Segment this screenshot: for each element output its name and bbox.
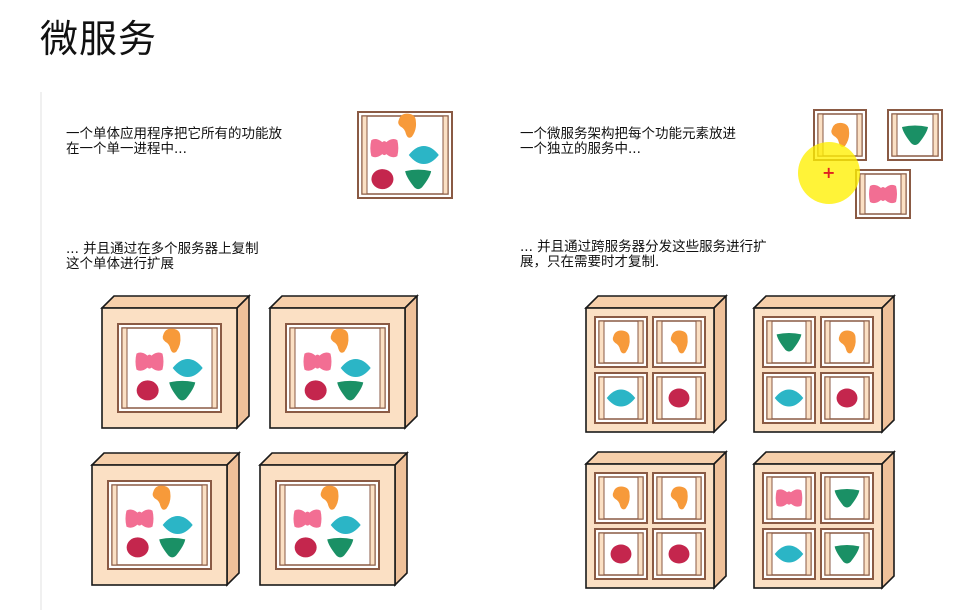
- microservice-server: [752, 450, 896, 590]
- service-instance: [594, 472, 648, 524]
- blob-shape-icon: [612, 330, 630, 354]
- circle-shape-icon: [294, 537, 317, 558]
- triangle-shape-icon: [834, 544, 860, 564]
- blob-shape-icon: [320, 485, 339, 510]
- bowtie-shape-icon: [135, 352, 164, 371]
- blob-shape-icon: [670, 486, 688, 510]
- triangle-shape-icon: [405, 169, 432, 190]
- bowtie-shape-icon: [303, 352, 332, 371]
- blob-shape-icon: [831, 122, 850, 147]
- diamond-shape-icon: [172, 359, 203, 377]
- blob-shape-icon: [330, 328, 349, 353]
- circle-shape-icon: [126, 537, 149, 558]
- bowtie-shape-icon: [869, 184, 897, 204]
- caption-micro-scale: ... 并且通过跨服务器分发这些服务进行扩 展，只在需要时才复制.: [520, 239, 767, 270]
- circle-shape-icon: [668, 544, 690, 564]
- monolith-server: [268, 294, 419, 430]
- page-title: 微服务: [40, 17, 158, 61]
- diamond-shape-icon: [408, 146, 439, 164]
- bowtie-shape-icon: [775, 489, 803, 507]
- triangle-shape-icon: [834, 488, 860, 508]
- bowtie-shape-icon: [125, 509, 154, 528]
- service-instance: [820, 528, 874, 580]
- circle-shape-icon: [668, 388, 690, 408]
- service-instance: [820, 372, 874, 424]
- circle-shape-icon: [371, 169, 394, 190]
- crosshair-icon: +: [822, 163, 836, 182]
- bowtie-shape-icon: [370, 138, 399, 158]
- service-pink: [855, 169, 911, 219]
- service-instance: [652, 472, 706, 524]
- circle-shape-icon: [304, 380, 327, 401]
- triangle-shape-icon: [902, 125, 928, 145]
- diamond-shape-icon: [774, 389, 804, 407]
- microservice-server: [584, 450, 728, 590]
- triangle-shape-icon: [159, 537, 186, 558]
- caption-micro-intro: 一个微服务架构把每个功能元素放进 一个独立的服务中...: [520, 126, 736, 157]
- circle-shape-icon: [836, 388, 858, 408]
- monolith-server: [90, 451, 241, 587]
- cursor-highlight: [798, 142, 860, 204]
- triangle-shape-icon: [337, 380, 364, 401]
- microservice-server: [584, 294, 728, 434]
- blob-shape-icon: [152, 485, 171, 510]
- caption-monolith-scale: ... 并且通过在多个服务器上复制 这个单体进行扩展: [66, 241, 259, 272]
- diamond-shape-icon: [162, 516, 193, 534]
- bowtie-shape-icon: [293, 509, 322, 528]
- monolith-server: [258, 451, 409, 587]
- service-instance: [594, 528, 648, 580]
- triangle-shape-icon: [776, 332, 802, 352]
- monolith-app: [357, 111, 453, 199]
- diamond-shape-icon: [340, 359, 371, 377]
- triangle-shape-icon: [327, 537, 354, 558]
- circle-shape-icon: [136, 380, 159, 401]
- microservice-server: [752, 294, 896, 434]
- service-instance: [652, 372, 706, 424]
- diamond-shape-icon: [330, 516, 361, 534]
- caption-monolith-intro: 一个单体应用程序把它所有的功能放 在一个单一进程中...: [66, 126, 282, 157]
- triangle-shape-icon: [169, 380, 196, 401]
- monolith-instance: [117, 323, 222, 413]
- monolith-server: [100, 294, 251, 430]
- blob-shape-icon: [612, 486, 630, 510]
- blob-shape-icon: [398, 113, 417, 138]
- slide-edge: [40, 92, 42, 610]
- monolith-instance: [275, 480, 380, 570]
- service-green: [887, 109, 943, 161]
- blob-shape-icon: [162, 328, 181, 353]
- diamond-shape-icon: [606, 389, 636, 407]
- blob-shape-icon: [670, 330, 688, 354]
- diamond-shape-icon: [774, 545, 804, 563]
- blob-shape-icon: [838, 330, 856, 354]
- circle-shape-icon: [610, 544, 632, 564]
